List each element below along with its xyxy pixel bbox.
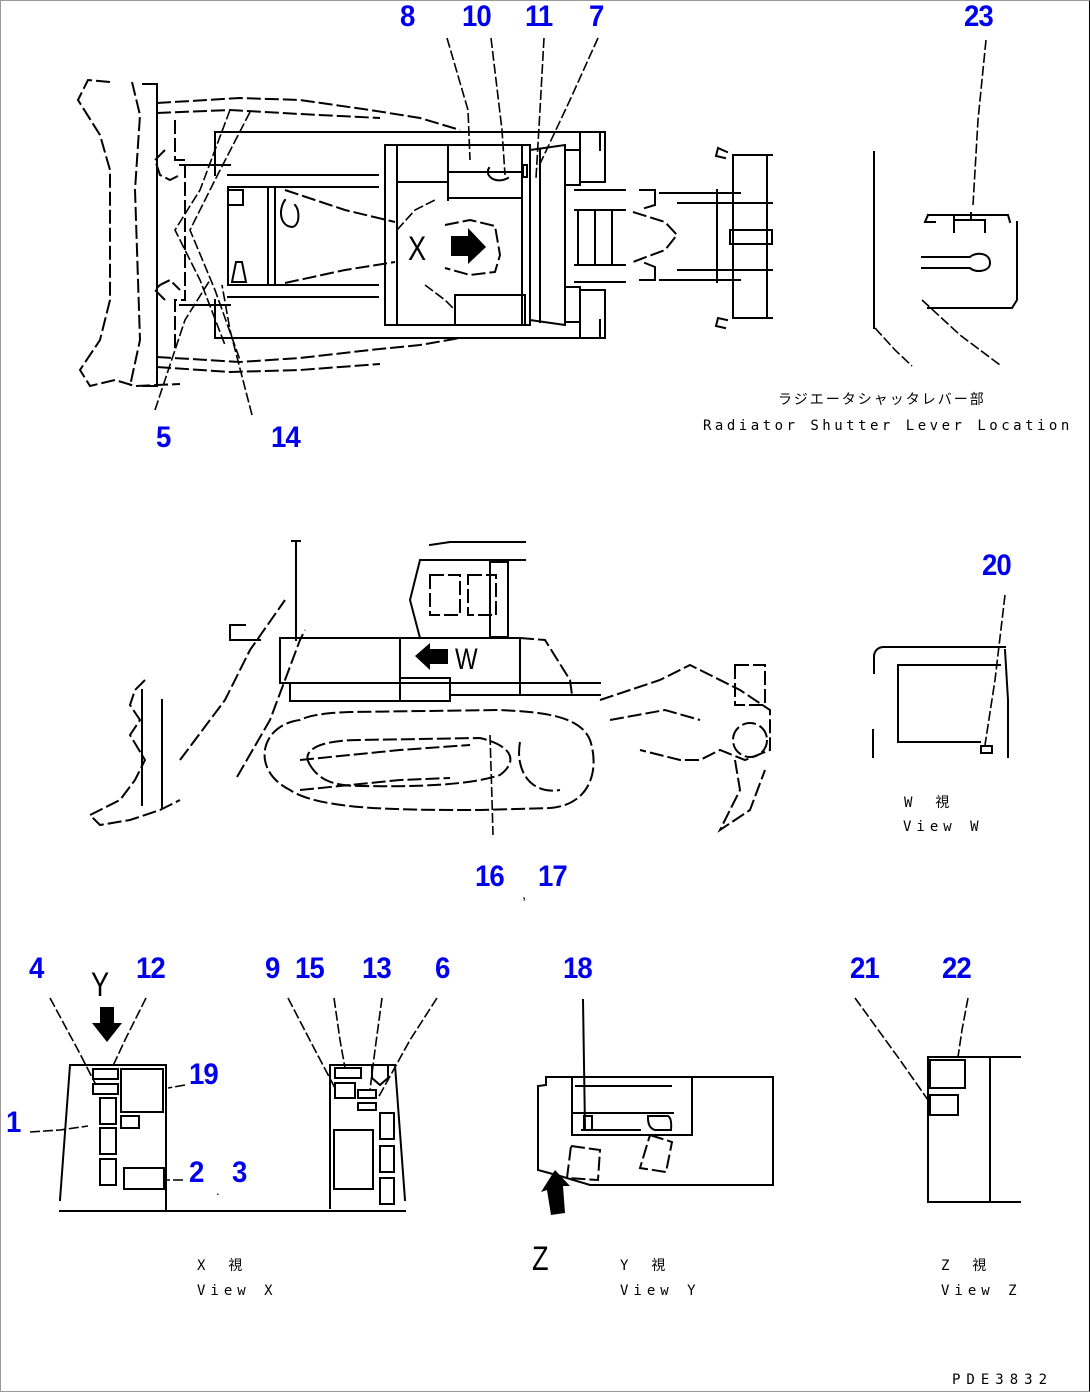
callout-9[interactable]: 9 bbox=[265, 952, 280, 985]
leader-5 bbox=[154, 279, 211, 411]
leader-23 bbox=[972, 39, 987, 206]
callout-5[interactable]: 5 bbox=[156, 421, 171, 454]
ripper-shank-outline bbox=[632, 211, 679, 263]
leader-7 bbox=[537, 37, 599, 169]
view-marker-z: Z bbox=[532, 1240, 549, 1278]
callout-21[interactable]: 21 bbox=[850, 952, 880, 985]
leader-12 bbox=[111, 997, 147, 1069]
callout-18[interactable]: 18 bbox=[563, 952, 593, 985]
view-x-indicator-circle bbox=[444, 218, 502, 277]
radiator-caption-en: Radiator Shutter Lever Location bbox=[703, 418, 1073, 434]
view-x-caption-en: View X bbox=[197, 1283, 278, 1299]
callout-1[interactable]: 1 bbox=[6, 1106, 21, 1139]
push-arm-upper-2 bbox=[156, 108, 381, 119]
view-w-detail bbox=[872, 594, 1009, 758]
view-marker-w: W bbox=[455, 643, 478, 676]
leader-9 bbox=[287, 997, 336, 1089]
push-arm-upper bbox=[156, 96, 461, 131]
callout-11[interactable]: 11 bbox=[525, 0, 553, 33]
leader-19 bbox=[167, 1084, 186, 1089]
callout-4[interactable]: 4 bbox=[29, 952, 44, 985]
leader-15 bbox=[333, 997, 346, 1069]
view-marker-x: X bbox=[408, 230, 427, 268]
view-y-arrow-icon bbox=[92, 1007, 122, 1042]
view-z-arrow-icon bbox=[541, 1170, 570, 1215]
leader-11 bbox=[535, 37, 545, 179]
cab-side bbox=[408, 541, 526, 640]
blade-outline bbox=[76, 78, 181, 388]
callout-16[interactable]: 16 bbox=[475, 860, 505, 893]
view-x-detail bbox=[29, 997, 438, 1212]
view-y-detail bbox=[537, 998, 774, 1215]
callout-3[interactable]: 3 bbox=[232, 1156, 247, 1189]
leader-1 bbox=[29, 1125, 89, 1133]
callout-23[interactable]: 23 bbox=[964, 0, 994, 33]
view-x-caption-jp: X 視 bbox=[197, 1258, 245, 1274]
view-z-caption-jp: Z 視 bbox=[941, 1258, 989, 1274]
callout-dot: . bbox=[216, 1182, 220, 1198]
leader-8 bbox=[446, 37, 471, 161]
leader-6 bbox=[377, 997, 438, 1099]
view-marker-y: Y bbox=[91, 966, 110, 1004]
track-outline bbox=[263, 708, 595, 812]
leader-10 bbox=[490, 37, 506, 176]
view-y-caption-en: View Y bbox=[620, 1283, 701, 1299]
radiator-caption-jp: ラジエータシャッタレバー部 bbox=[778, 392, 986, 408]
leader-16-17 bbox=[489, 734, 494, 836]
top-view-dozer bbox=[76, 37, 773, 416]
view-y-caption-jp: Y 視 bbox=[620, 1258, 668, 1274]
blade-inner-curve bbox=[129, 81, 142, 387]
radiator-shutter-detail bbox=[873, 39, 1018, 367]
drawing-number: PDE3832 bbox=[952, 1372, 1054, 1388]
leader-22 bbox=[957, 997, 969, 1058]
leader-20 bbox=[984, 594, 1006, 746]
ripper-side bbox=[599, 663, 771, 762]
lift-cylinder bbox=[236, 629, 306, 778]
view-x-arrow-icon bbox=[451, 228, 486, 264]
leader-13 bbox=[369, 997, 383, 1091]
callout-6[interactable]: 6 bbox=[435, 952, 450, 985]
callout-7[interactable]: 7 bbox=[589, 0, 604, 33]
callout-17[interactable]: 17 bbox=[538, 860, 568, 893]
side-view-dozer bbox=[88, 540, 771, 836]
callout-19[interactable]: 19 bbox=[189, 1058, 219, 1091]
callout-10[interactable]: 10 bbox=[462, 0, 492, 33]
callout-2[interactable]: 2 bbox=[189, 1156, 204, 1189]
view-w-arrow-icon bbox=[415, 643, 448, 670]
push-arm-lower-2 bbox=[156, 363, 381, 374]
callout-22[interactable]: 22 bbox=[942, 952, 972, 985]
push-arm-lower bbox=[156, 337, 461, 364]
callout-13[interactable]: 13 bbox=[362, 952, 392, 985]
callout-12[interactable]: 12 bbox=[136, 952, 166, 985]
view-w-caption-jp: W 視 bbox=[904, 795, 952, 811]
view-z-detail bbox=[854, 997, 1021, 1203]
track-frame-lower bbox=[214, 299, 601, 339]
callout-separator: , bbox=[522, 886, 526, 903]
callout-14[interactable]: 14 bbox=[271, 421, 301, 454]
track-frame-upper bbox=[214, 131, 601, 176]
leader-21 bbox=[854, 997, 929, 1101]
view-w-caption-en: View W bbox=[903, 819, 984, 835]
callout-20[interactable]: 20 bbox=[982, 549, 1012, 582]
callout-8[interactable]: 8 bbox=[400, 0, 415, 33]
callout-15[interactable]: 15 bbox=[295, 952, 325, 985]
side-blade-outline bbox=[88, 679, 181, 827]
view-z-caption-en: View Z bbox=[941, 1283, 1022, 1299]
leader-14 bbox=[221, 284, 253, 416]
leader-4 bbox=[49, 997, 97, 1086]
